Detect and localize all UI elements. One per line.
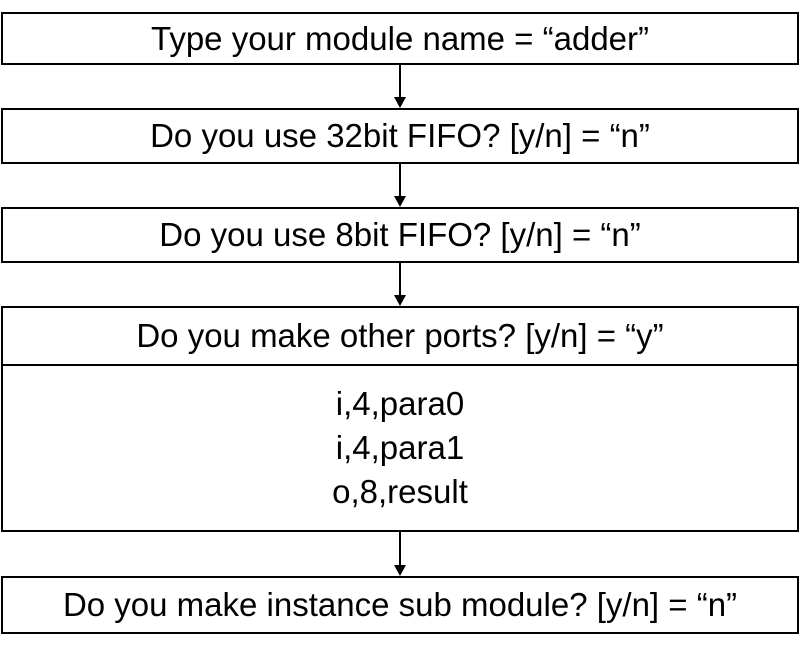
step-fifo8-text: Do you use 8bit FIFO? [y/n] = “n”	[159, 216, 641, 253]
step-instance-sub-module-text: Do you make instance sub module? [y/n] =…	[62, 586, 738, 623]
port-entry: i,4,para1	[335, 429, 465, 466]
step-other-ports-text: Do you make other ports? [y/n] = “y”	[136, 317, 664, 354]
ports-detail-box: i,4,para0 i,4,para1 o,8,result	[1, 364, 799, 532]
step-fifo32: Do you use 32bit FIFO? [y/n] = “n”	[1, 108, 799, 164]
step-module-name-text: Type your module name = “adder”	[150, 19, 649, 57]
step-instance-sub-module: Do you make instance sub module? [y/n] =…	[1, 576, 799, 634]
port-entry: i,4,para0	[335, 385, 465, 422]
port-entry: o,8,result	[332, 473, 468, 510]
step-other-ports: Do you make other ports? [y/n] = “y”	[1, 306, 799, 366]
step-fifo8: Do you use 8bit FIFO? [y/n] = “n”	[1, 207, 799, 263]
step-module-name: Type your module name = “adder”	[1, 12, 799, 65]
step-fifo32-text: Do you use 32bit FIFO? [y/n] = “n”	[150, 117, 650, 154]
